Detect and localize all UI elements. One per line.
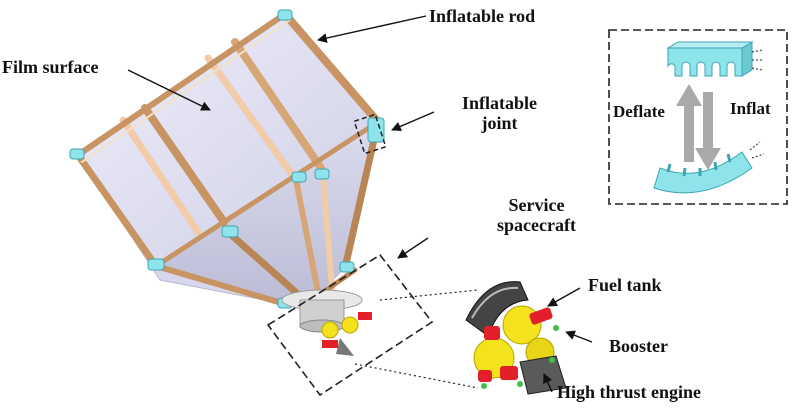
inflatable-rods — [74, 10, 382, 307]
label-service-spacecraft: Service spacecraft — [497, 195, 576, 236]
arrow-fuel-tank — [547, 287, 581, 307]
spacecraft-detail — [465, 281, 567, 395]
label-inflatable-rod: Inflatable rod — [429, 6, 536, 26]
arrow-film-surface — [127, 69, 211, 111]
label-inflatable-joint-line2: joint — [481, 112, 518, 133]
rod — [153, 263, 288, 307]
booster-block — [529, 307, 553, 325]
booster-nozzle — [553, 325, 559, 331]
label-inflatable-joint: Inflatable joint — [462, 93, 538, 134]
rod — [231, 38, 325, 172]
rod — [153, 119, 381, 269]
rod — [74, 151, 160, 270]
joint-bent-grooves — [666, 153, 732, 177]
rod — [293, 177, 321, 295]
joint — [367, 117, 385, 143]
arrow-booster — [565, 330, 593, 343]
rod — [75, 11, 288, 158]
joint-straight — [667, 47, 743, 77]
joint — [221, 225, 239, 238]
label-inflat: Inflat — [730, 99, 771, 118]
arrow-high-thrust-engine — [543, 373, 553, 393]
joint-dashed-box — [353, 113, 387, 155]
booster-block — [484, 326, 500, 340]
small-tank — [341, 316, 359, 334]
label-service-spacecraft-line2: spacecraft — [497, 214, 576, 235]
small-tank — [321, 321, 339, 339]
joint — [314, 168, 330, 180]
booster-nozzle — [481, 383, 487, 389]
rod — [281, 10, 382, 126]
rod — [224, 228, 304, 300]
reflector-structure — [69, 9, 385, 356]
label-film-surface: Film surface — [2, 57, 99, 77]
joint — [339, 261, 355, 273]
arrow-inflatable-joint — [391, 111, 435, 132]
label-booster: Booster — [609, 336, 668, 356]
booster-block — [478, 370, 492, 382]
label-fuel-tank: Fuel tank — [588, 275, 662, 295]
air-flow-icon — [749, 49, 765, 159]
small-booster — [358, 312, 372, 320]
label-service-spacecraft-line1: Service — [508, 195, 565, 215]
joint — [147, 258, 165, 271]
small-engine — [336, 338, 354, 356]
inflation-inset — [608, 29, 788, 205]
zoom-line — [379, 289, 479, 301]
label-high-thrust-engine: High thrust engine — [557, 382, 702, 402]
joint — [69, 148, 85, 160]
deflate-arrow — [676, 84, 702, 162]
spacecraft-dashed-box — [266, 253, 434, 397]
joint — [277, 9, 293, 21]
joint-straight-top — [666, 41, 754, 49]
callout-arrows — [127, 15, 593, 393]
arrow-inflatable-rod — [317, 15, 427, 43]
booster-nozzle — [549, 357, 555, 363]
rod — [119, 116, 202, 236]
joint-bent — [653, 151, 753, 194]
high-thrust-engine — [519, 355, 567, 395]
service-spacecraft — [281, 289, 372, 356]
inflate-arrow — [695, 92, 721, 170]
rod — [204, 54, 300, 184]
detail-ring — [465, 281, 529, 337]
zoom-line — [354, 363, 479, 389]
rod — [81, 19, 291, 163]
arrow-service-spacecraft — [397, 237, 429, 259]
small-booster — [322, 340, 338, 348]
rod — [141, 104, 228, 226]
joint — [291, 171, 307, 183]
booster-block — [500, 366, 518, 380]
rod — [341, 118, 382, 272]
label-inflatable-joint-line1: Inflatable — [462, 93, 538, 113]
label-deflate: Deflate — [613, 102, 665, 121]
detail-ring-inner — [471, 286, 519, 319]
booster-nozzle — [517, 381, 523, 387]
rod — [320, 173, 335, 291]
